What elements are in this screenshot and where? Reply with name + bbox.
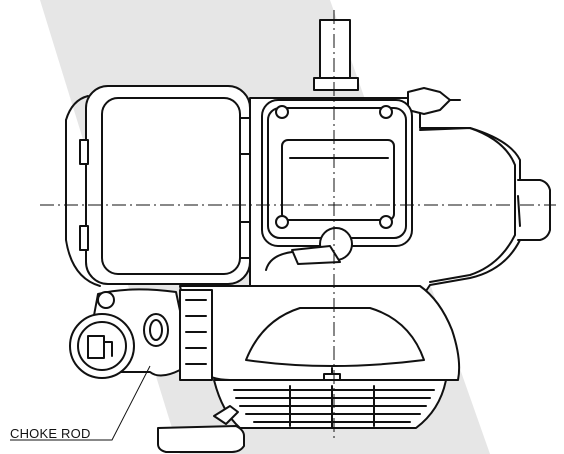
- air-cleaner: [65, 85, 251, 287]
- center-lines: [40, 10, 556, 440]
- choke-rod-label: CHOKE ROD: [10, 426, 91, 441]
- cylinder-cover: [261, 99, 413, 247]
- fuel-tank: [69, 288, 183, 379]
- starter-fins: [213, 379, 447, 429]
- output-end: [517, 179, 551, 241]
- crankcase: [179, 285, 461, 387]
- choke-rod-leader: [10, 365, 151, 441]
- drive-shaft: [313, 19, 359, 91]
- vent-nut: [407, 87, 461, 115]
- starter-handle: [157, 405, 245, 453]
- choke-lever: [265, 227, 353, 271]
- carburetor-linkage: [179, 289, 213, 381]
